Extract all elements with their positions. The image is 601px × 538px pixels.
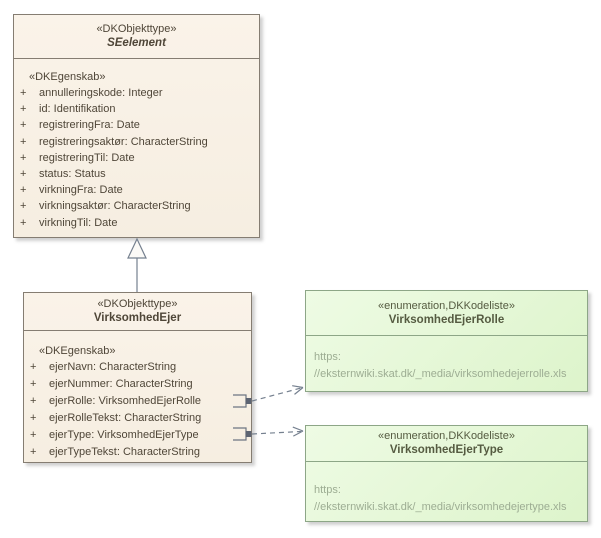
attribute-text: ejerTypeTekst: CharacterString (49, 446, 201, 458)
visibility-marker: + (20, 119, 27, 132)
stereotype-label: «enumeration,DKKodeliste» (378, 299, 515, 312)
attribute-row: + ejerRolle: VirksomhedEjerRolle (24, 393, 251, 410)
enum-link-line2[interactable]: //eksternwiki.skat.dk/_media/virksomhede… (314, 501, 567, 513)
visibility-marker: + (20, 87, 27, 99)
attribute-row: + ejerNummer: CharacterString (24, 376, 251, 393)
visibility-marker: + (20, 216, 27, 229)
visibility-marker: + (20, 103, 27, 116)
enum-link-line1[interactable]: https: (314, 484, 341, 496)
attribute-text: ejerNavn: CharacterString (49, 361, 177, 373)
attribute-row: + ejerType: VirksomhedEjerType (24, 427, 251, 444)
attribute-text: ejerRolle: VirksomhedEjerRolle (49, 395, 202, 407)
enum-link-line1[interactable]: https: (314, 351, 341, 363)
attribute-text: status: Status (39, 168, 106, 181)
class-title-virksomhedejer: «DKObjekttype» VirksomhedEjer (24, 293, 251, 331)
attribute-text: virkningFra: Date (39, 184, 123, 197)
attribute-row: + ejerNavn: CharacterString (24, 359, 251, 376)
generalization-arrow[interactable] (127, 237, 147, 292)
class-name: SEelement (107, 37, 166, 49)
section-label: «DKEgenskab» (39, 345, 116, 357)
attribute-text: registreringFra: Date (39, 119, 140, 132)
stereotype-label: «DKObjekttype» (96, 23, 177, 35)
enum-name: VirksomhedEjerType (389, 444, 504, 456)
class-box-virksomhedejer[interactable]: «DKObjekttype» VirksomhedEjer «DKEgenska… (23, 292, 252, 463)
attribute-text: virkningsaktør: CharacterString (39, 200, 191, 213)
enum-link-line2[interactable]: //eksternwiki.skat.dk/_media/virksomhede… (314, 368, 567, 380)
visibility-marker: + (20, 151, 27, 164)
attribute-row: + virkningsaktør: CharacterString (14, 198, 259, 214)
visibility-marker: + (20, 168, 27, 181)
stereotype-label: «enumeration,DKKodeliste» (378, 430, 515, 442)
visibility-marker: + (30, 395, 37, 407)
attribute-row: + annulleringskode: Integer (14, 85, 259, 101)
enum-name: VirksomhedEjerRolle (388, 313, 505, 326)
attribute-text: registreringsaktør: CharacterString (39, 135, 208, 148)
attribute-row: + registreringFra: Date (14, 117, 259, 133)
attribute-text: ejerRolleTekst: CharacterString (49, 412, 202, 424)
attributes-compartment: «DKEgenskab» +ejerNavn: CharacterString … (24, 331, 251, 461)
attribute-row: + ejerTypeTekst: CharacterString (24, 444, 251, 461)
attribute-row: + id: Identifikation (14, 101, 259, 117)
class-name: VirksomhedEjer (93, 312, 182, 324)
class-title-seelement: «DKObjekttype» SEelement (14, 15, 259, 59)
class-box-seelement[interactable]: «DKObjekttype» SEelement «DKEgenskab» + a… (13, 14, 260, 238)
visibility-marker: + (20, 135, 27, 148)
attribute-text: id: Identifikation (39, 103, 116, 116)
visibility-marker: + (30, 429, 37, 441)
attribute-row: + status: Status (14, 166, 259, 182)
enum-link[interactable]: https: //eksternwiki.skat.dk/_media/virk… (306, 336, 587, 383)
attribute-row: + ejerRolleTekst: CharacterString (24, 410, 251, 427)
attribute-row: + virkningFra: Date (14, 182, 259, 198)
enum-box-virksomhedejerrolle[interactable]: «enumeration,DKKodeliste» VirksomhedEjer… (305, 290, 588, 392)
enum-title-virksomhedejertype: «enumeration,DKKodeliste» VirksomhedEjer… (306, 426, 587, 462)
attribute-text: registreringTil: Date (39, 151, 135, 164)
visibility-marker: + (20, 200, 27, 213)
enum-box-virksomhedejertype[interactable]: «enumeration,DKKodeliste» VirksomhedEjer… (305, 425, 588, 522)
visibility-marker: + (20, 184, 27, 197)
attribute-text: ejerNummer: CharacterString (49, 378, 193, 390)
attribute-text: ejerType: VirksomhedEjerType (49, 429, 199, 441)
attribute-row: + registreringTil: Date (14, 150, 259, 166)
attribute-text: annulleringskode: Integer (39, 87, 163, 99)
visibility-marker: + (30, 412, 37, 424)
attribute-text: virkningTil: Date (39, 216, 118, 229)
visibility-marker: + (30, 446, 37, 458)
attribute-row: + registreringsaktør: CharacterString (14, 134, 259, 150)
visibility-marker: + (30, 361, 37, 373)
attribute-row: + virkningTil: Date (14, 215, 259, 231)
enum-link[interactable]: https: //eksternwiki.skat.dk/_media/virk… (306, 462, 587, 516)
attributes-compartment: «DKEgenskab» +annulleringskode: Integer … (14, 59, 259, 231)
section-label: «DKEgenskab» (29, 71, 106, 83)
stereotype-label: «DKObjekttype» (97, 298, 178, 310)
enum-title-virksomhedejerrolle: «enumeration,DKKodeliste» VirksomhedEjer… (306, 291, 587, 336)
visibility-marker: + (30, 378, 37, 390)
